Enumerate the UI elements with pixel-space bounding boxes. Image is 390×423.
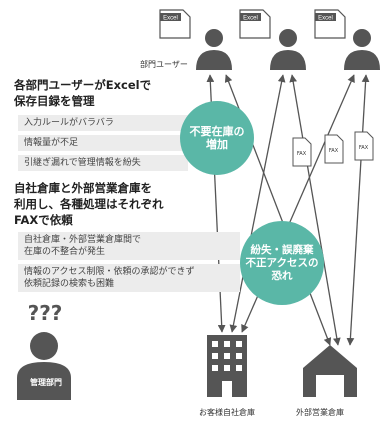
arrow-user3-external xyxy=(346,74,370,346)
issue-1-item-input-rules: 入力ルールがバラバラ xyxy=(18,115,188,131)
risk2-line1: 紛失・誤廃棄 xyxy=(250,243,314,256)
question-marks: ??? xyxy=(28,301,63,325)
risk1-line2: 増加 xyxy=(206,138,228,151)
dept-user-1: Excel xyxy=(159,9,232,70)
risk1-line1: 不要在庫の xyxy=(189,125,245,138)
excel-label: Excel xyxy=(243,16,258,22)
person-icon xyxy=(270,29,306,70)
issue-1-heading-line1: 各部門ユーザーがExcelで xyxy=(14,78,152,92)
issue-2-heading-line2: 利用し、各種処理はそれぞれ xyxy=(14,197,164,211)
risk-circle-loss-unauthorized-access: 紛失・誤廃棄 不正アクセスの 恐れ xyxy=(240,221,324,305)
issue-2-item1-line2: 在庫の不整合が発生 xyxy=(24,247,106,257)
excel-file-icon: Excel xyxy=(159,9,191,39)
own-warehouse-building-icon xyxy=(207,335,247,397)
fax-document-icon: FAX xyxy=(292,137,312,167)
excel-label: Excel xyxy=(318,16,333,22)
excel-file-icon: Excel xyxy=(314,9,346,39)
management-person-icon xyxy=(17,332,71,400)
fax-label: FAX xyxy=(359,145,369,151)
issue-2-heading-line3: FAXで依頼 xyxy=(14,213,73,227)
person-icon xyxy=(344,29,380,70)
issue-1-heading-line2: 保存目録を管理 xyxy=(14,94,95,108)
dept-user-2: Excel xyxy=(239,9,306,70)
issue-2-item2-line2: 依頼記録の検索も困難 xyxy=(24,279,115,289)
management-dept-label: 管理部門 xyxy=(30,378,62,387)
external-warehouse-icon xyxy=(303,345,357,397)
dept-users-label: 部門ユーザー xyxy=(140,60,188,69)
issue-2-item2-line1: 情報のアクセス制限・依頼の承認ができず xyxy=(24,267,195,277)
issue-1-item-handover-loss: 引継ぎ漏れで管理情報を紛失 xyxy=(18,155,188,171)
issue-2-heading-line1: 自社倉庫と外部営業倉庫を xyxy=(14,181,152,195)
issue-1-item-info-shortage: 情報量が不足 xyxy=(18,135,188,151)
issue-2-item1-line1: 自社倉庫・外部営業倉庫間で xyxy=(24,235,142,245)
fax-label: FAX xyxy=(329,148,339,154)
issue-2-item-access-control: 情報のアクセス制限・依頼の承認ができず 依頼記録の検索も困難 xyxy=(18,264,240,292)
fax-document-icon: FAX xyxy=(354,131,374,161)
risk2-line2: 不正アクセスの xyxy=(245,256,319,269)
excel-file-icon: Excel xyxy=(239,9,271,39)
dept-user-3: Excel xyxy=(314,9,380,70)
issue-2-item-inventory-mismatch: 自社倉庫・外部営業倉庫間で 在庫の不整合が発生 xyxy=(18,232,240,260)
risk-circle-excess-inventory: 不要在庫の 増加 xyxy=(180,101,254,175)
person-icon xyxy=(196,29,232,70)
own-warehouse-label: お客様自社倉庫 xyxy=(199,408,255,417)
fax-label: FAX xyxy=(297,151,307,157)
excel-label: Excel xyxy=(163,16,178,22)
fax-document-icon: FAX xyxy=(324,134,344,164)
risk2-line3: 恐れ xyxy=(271,269,293,282)
external-warehouse-label: 外部営業倉庫 xyxy=(296,408,344,417)
